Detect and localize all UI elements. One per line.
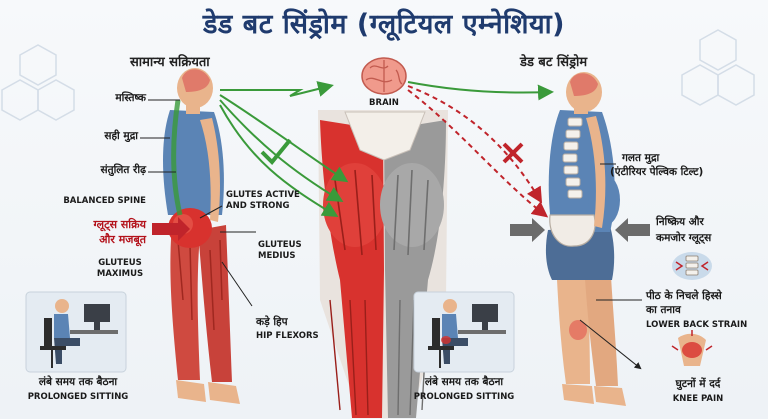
label-glutes-active-1: GLUTES ACTIVE [226,190,300,200]
label-sitting-en-left: PROLONGED SITTING [27,392,129,402]
label-balanced-spine: BALANCED SPINE [63,196,146,206]
knee-pain-icon [671,330,713,366]
label-glutes-line1: ग्लूट्स सक्रिय [93,218,146,231]
healthy-figure [163,68,240,404]
label-sitting-hi-left: लंबे समय तक बैठना [38,376,118,388]
label-sitting-hi-right: लंबे समय तक बैठना [424,376,504,388]
left-leader-lines [140,99,256,307]
page-title: डेड बट सिंड्रोम (ग्लूटियल एम्नेशिया) [202,9,565,40]
label-gluteus-maximus-1: GLUTEUS [98,258,142,268]
label-hip-hi: कड़े हिप [256,316,288,328]
pointer-arrows [152,217,650,242]
label-posture: सही मुद्रा [104,130,138,142]
label-back-1: पीठ के निचले हिस्से [646,290,722,302]
label-brain: मस्तिष्क [115,92,146,104]
right-header: डेड बट सिंड्रोम [520,55,588,70]
lower-back-icon [672,252,712,280]
label-glutes-active-2: AND STRONG [226,201,290,211]
blocked-signal-arrows [407,85,549,218]
active-signal-arrows [219,81,554,218]
label-gluteus-maximus-2: MAXIMUS [96,269,144,279]
label-wrong-posture-2: (एंटीरियर पेल्विक टिल्ट) [610,166,704,178]
cross-icon [502,142,524,164]
label-back-en: LOWER BACK STRAIN [646,320,748,330]
check-icon [260,138,292,165]
right-leader-lines [579,163,642,370]
label-back-2: का तनाव [646,304,681,316]
desk-sitting-icon [413,291,515,373]
label-knee-hi: घुटनों में दर्द [675,378,721,390]
brain-icon [361,57,407,95]
label-inactive-glutes-2: कमजोर ग्लूट्स [656,232,712,244]
label-gluteus-medius-1: GLUTEUS [258,240,302,250]
brain-label: BRAIN [369,98,399,108]
label-spine: संतुलित रीढ़ [100,164,147,176]
label-wrong-posture-1: गलत मुद्रा [622,152,660,164]
inactive-figure [545,72,626,406]
label-gluteus-medius-2: MEDIUS [258,251,296,261]
desk-sitting-icon [25,291,127,373]
left-header: सामान्य सक्रियता [130,55,210,70]
label-sitting-en-right: PROLONGED SITTING [413,392,515,402]
label-inactive-glutes-1: निष्क्रिय और [656,216,704,228]
label-knee-en: KNEE PAIN [672,394,724,404]
label-hip-en: HIP FLEXORS [256,331,319,341]
label-glutes-line2: और मजबूत [99,233,146,246]
